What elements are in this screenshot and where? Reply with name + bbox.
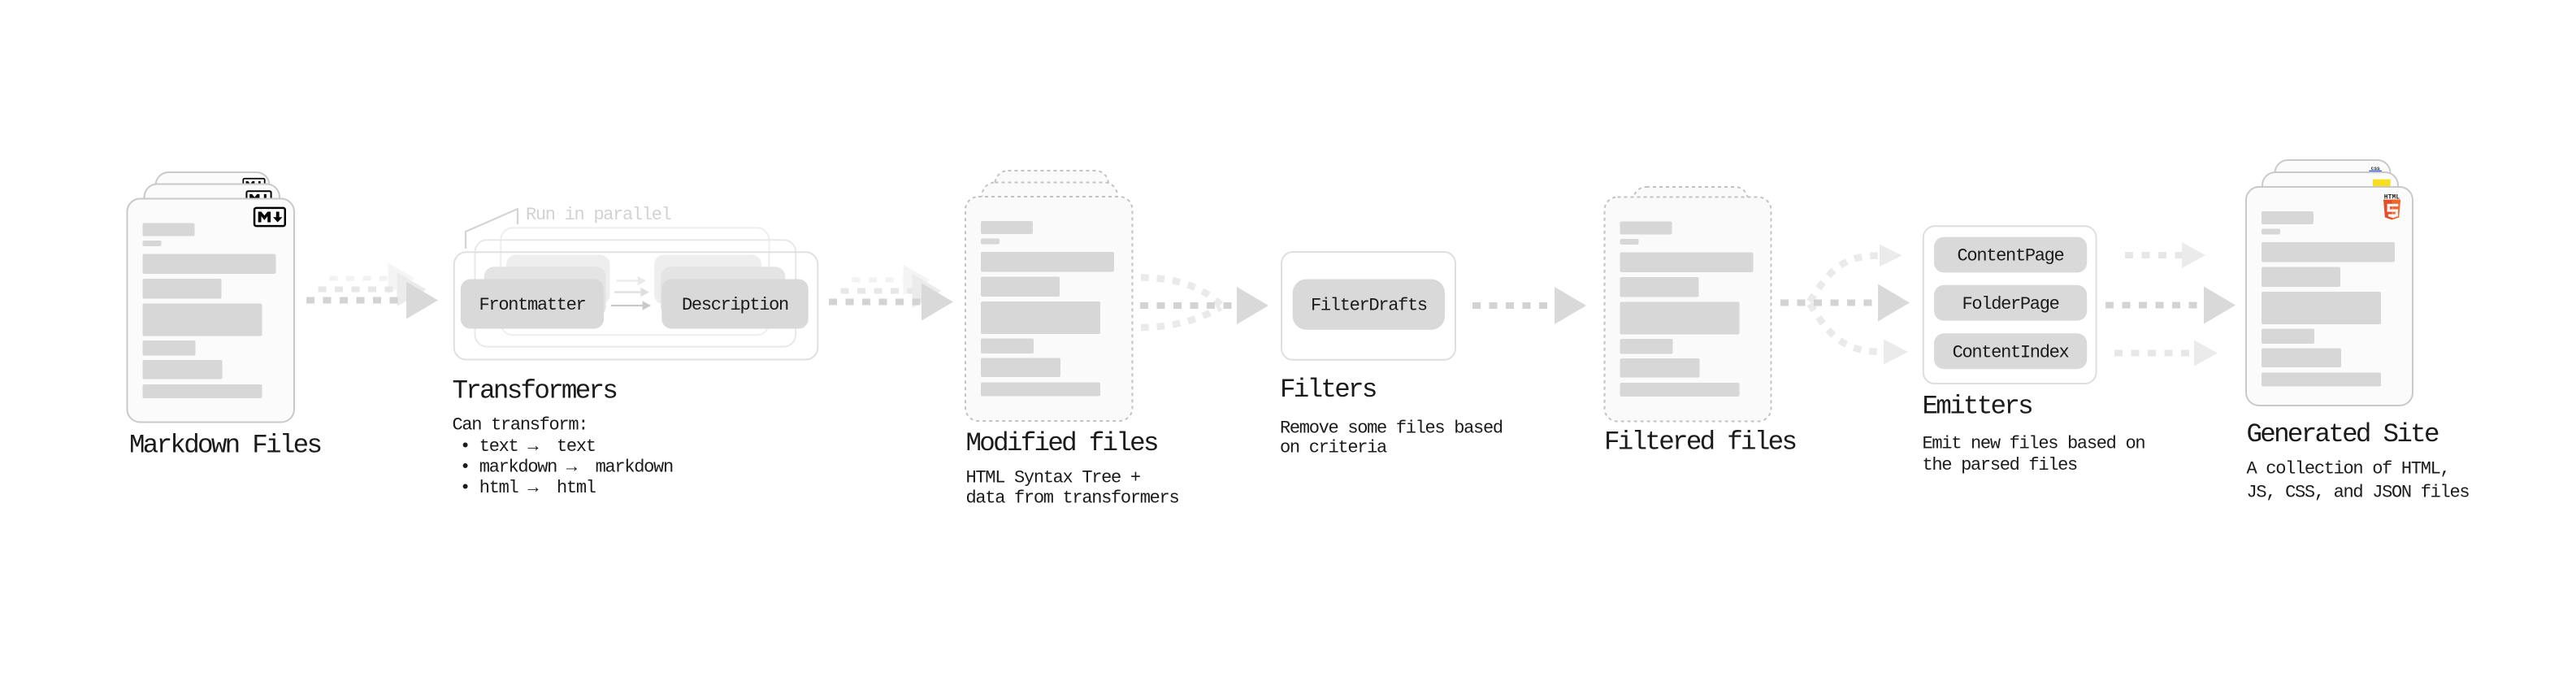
svg-text:ContentIndex: ContentIndex [1953, 342, 2070, 362]
svg-text:• markdown → markdown: • markdown → markdown [460, 458, 673, 478]
svg-text:data from transformers: data from transformers [966, 488, 1179, 508]
svg-text:Markdown Files: Markdown Files [129, 431, 320, 461]
svg-text:HTML Syntax Tree +: HTML Syntax Tree + [966, 468, 1140, 488]
svg-text:• html → html: • html → html [460, 478, 596, 498]
svg-text:Emitters: Emitters [1923, 392, 2032, 422]
svg-text:on criteria: on criteria [1280, 438, 1387, 458]
svg-text:ContentPage: ContentPage [1958, 246, 2064, 267]
svg-text:Filters: Filters [1280, 375, 1376, 405]
svg-text:FolderPage: FolderPage [1962, 294, 2058, 314]
svg-text:Generated Site: Generated Site [2247, 419, 2439, 449]
svg-text:Run in parallel: Run in parallel [526, 205, 671, 225]
svg-text:Description: Description [682, 295, 788, 315]
svg-text:Emit new files based on: Emit new files based on [1923, 434, 2145, 454]
svg-text:Filtered files: Filtered files [1604, 427, 1795, 458]
svg-text:A collection of HTML,: A collection of HTML, [2247, 459, 2450, 479]
svg-text:the parsed files: the parsed files [1923, 455, 2078, 475]
svg-text:• text → text: • text → text [460, 436, 596, 457]
svg-text:JS, CSS, and JSON files: JS, CSS, and JSON files [2247, 483, 2470, 503]
svg-text:CSS: CSS [2371, 166, 2380, 171]
svg-text:Remove some files based: Remove some files based [1280, 419, 1503, 439]
svg-text:HTML: HTML [2384, 194, 2400, 201]
svg-text:Frontmatter: Frontmatter [479, 295, 586, 315]
svg-text:FilterDrafts: FilterDrafts [1311, 296, 1427, 316]
svg-text:Modified files: Modified files [966, 428, 1157, 458]
svg-text:Transformers: Transformers [453, 375, 617, 406]
svg-text:Can transform:: Can transform: [453, 415, 588, 436]
